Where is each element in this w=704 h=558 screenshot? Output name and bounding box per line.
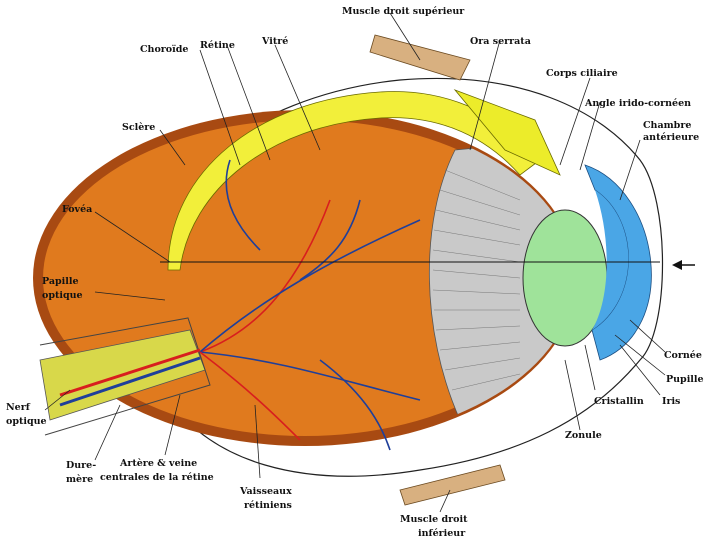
- label-fovea: Fovéa: [62, 204, 92, 215]
- label-vitre: Vitré: [261, 36, 288, 47]
- label-corps-ciliaire: Corps ciliaire: [546, 68, 618, 79]
- label-vaisseaux-2: rétiniens: [244, 500, 292, 511]
- label-muscle-droit-superieur: Muscle droit supérieur: [342, 6, 465, 17]
- lens: [523, 210, 607, 346]
- label-zonule: Zonule: [565, 430, 602, 441]
- label-sclere: Sclère: [122, 122, 155, 133]
- label-dure-2: mère: [66, 474, 93, 485]
- label-artere-1: Artère & veine: [119, 458, 197, 469]
- label-cristallin: Cristallin: [594, 396, 644, 407]
- label-artere-2: centrales de la rétine: [100, 472, 214, 483]
- label-muscle-inf-1: Muscle droit: [400, 514, 468, 525]
- label-papille-2: optique: [42, 290, 83, 301]
- arrow-head: [672, 260, 682, 270]
- superior-rectus-muscle: [370, 35, 470, 80]
- label-retine: Rétine: [200, 40, 235, 51]
- label-vaisseaux-1: Vaisseaux: [239, 486, 292, 497]
- label-papille-1: Papille: [42, 276, 79, 287]
- label-iris: Iris: [662, 396, 680, 407]
- label-muscle-inf-2: inférieur: [418, 528, 466, 539]
- label-angle-irido-corneen: Angle irido-cornéen: [584, 98, 691, 109]
- label-dure-1: Dure-: [66, 460, 96, 471]
- label-cornee: Cornée: [664, 350, 702, 361]
- label-pupille: Pupille: [666, 374, 704, 385]
- label-chambre-1: Chambre: [643, 120, 691, 131]
- label-choroide: Choroïde: [140, 44, 188, 55]
- label-chambre-2: antérieure: [643, 132, 699, 143]
- label-nerf-1: Nerf: [6, 402, 31, 413]
- label-nerf-2: optique: [6, 416, 47, 427]
- label-ora-serrata: Ora serrata: [470, 36, 531, 47]
